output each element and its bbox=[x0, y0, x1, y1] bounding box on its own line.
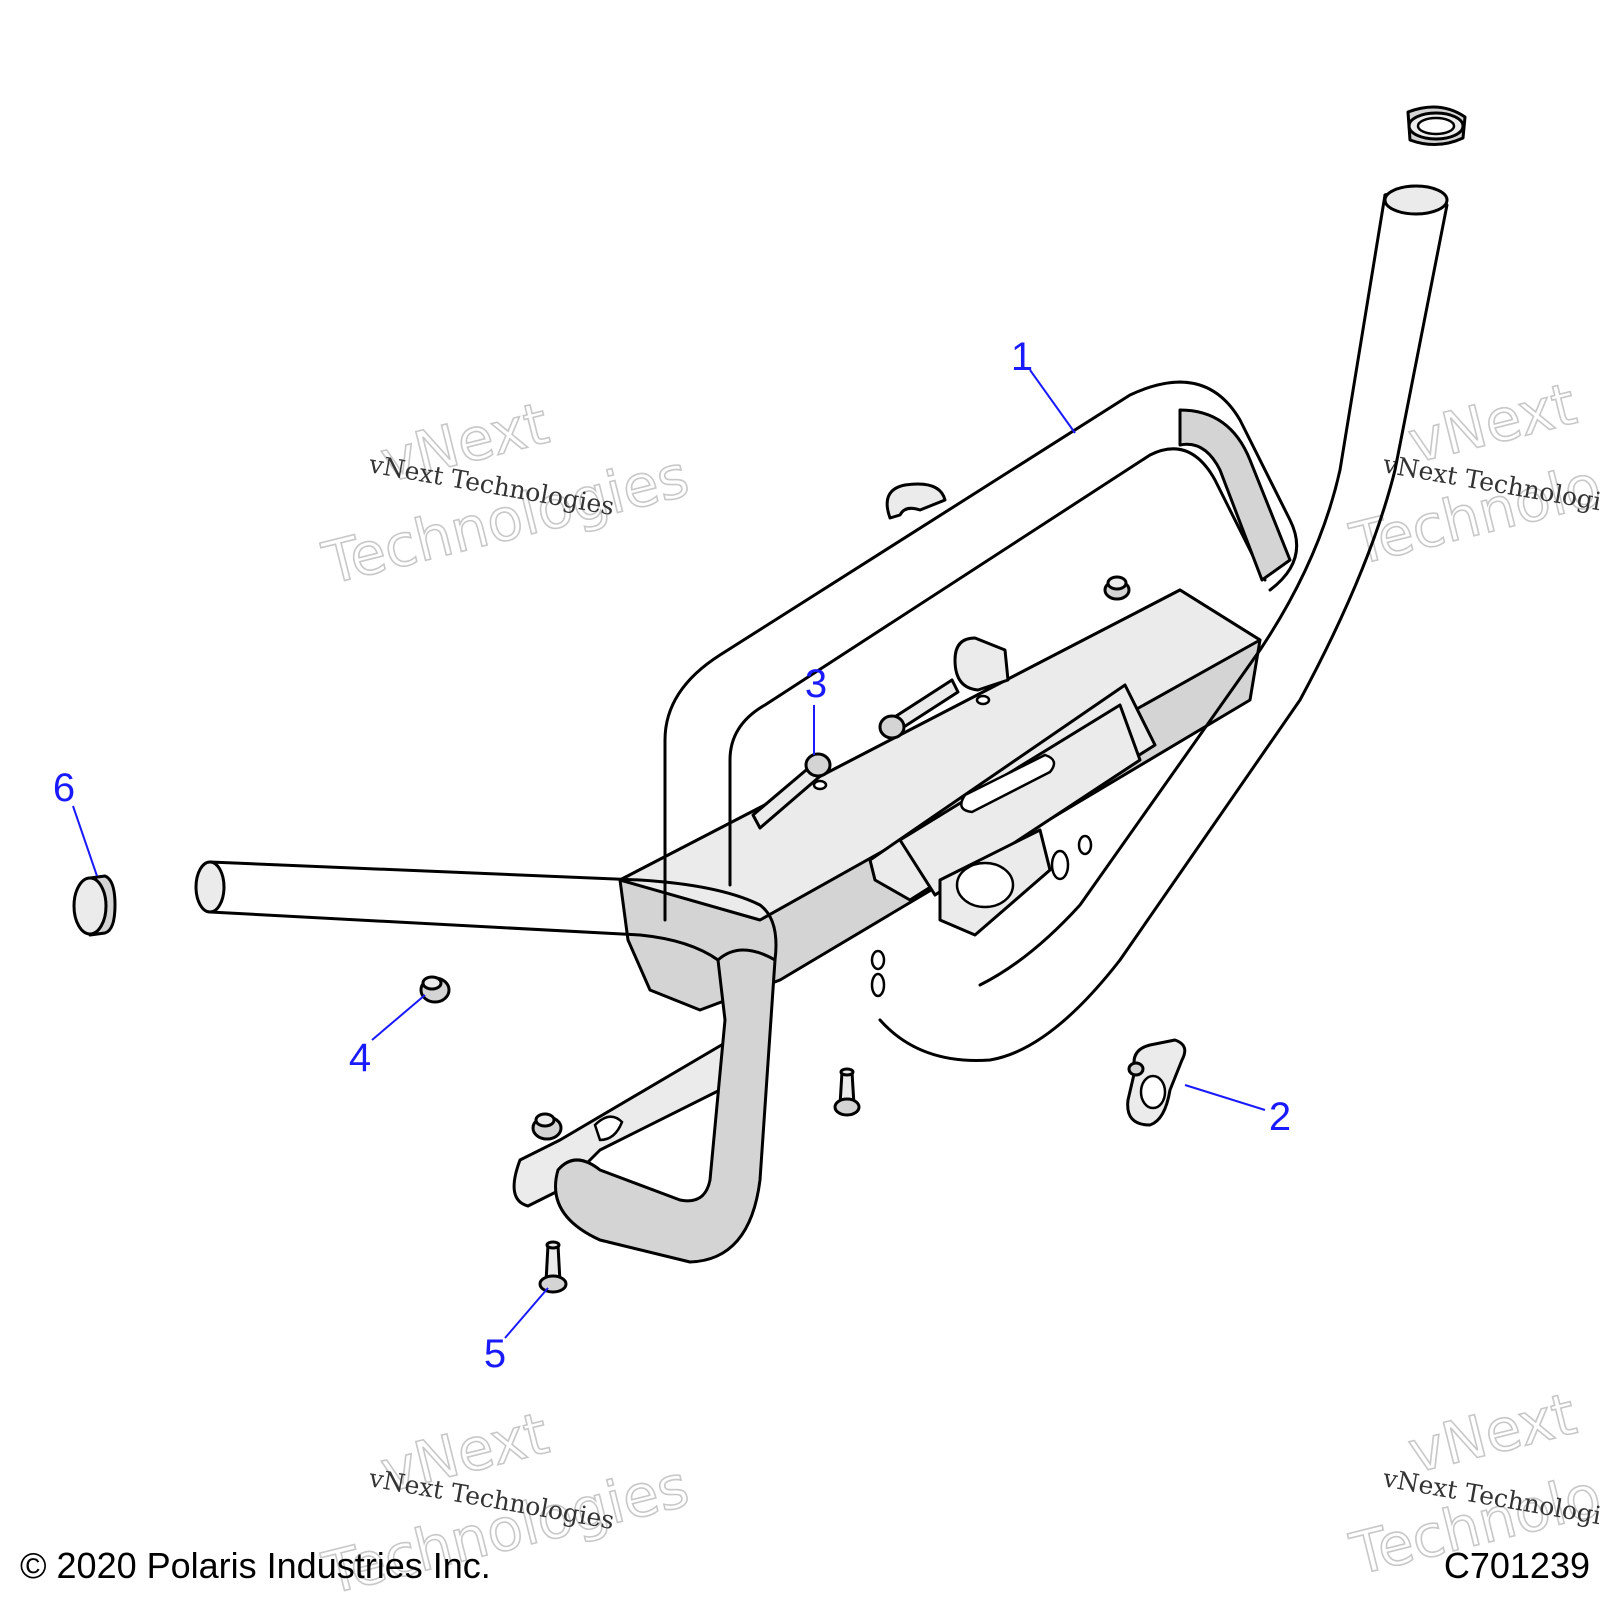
mount-hole-b bbox=[870, 949, 886, 971]
fairlead-face bbox=[898, 703, 1142, 897]
svg-text:3: 3 bbox=[805, 662, 827, 706]
left-tube-upper bbox=[208, 860, 778, 962]
upper-hoop-tube-outer bbox=[663, 380, 1299, 922]
front-loop-tube bbox=[554, 948, 777, 1264]
plate-pin-b bbox=[878, 678, 960, 740]
winch-plate-top bbox=[618, 588, 1262, 922]
callout-2: 2 bbox=[1184, 1084, 1291, 1139]
svg-text:2: 2 bbox=[1269, 1095, 1291, 1139]
upper-hoop-shade bbox=[1178, 408, 1292, 582]
part-6-end-plug bbox=[72, 874, 117, 937]
callout-6: 6 bbox=[53, 766, 98, 877]
upper-hoop-tube-inner bbox=[728, 447, 1267, 887]
plate-pin-a bbox=[751, 752, 832, 830]
bumper-assembly bbox=[194, 184, 1449, 1264]
hinge-tab bbox=[953, 636, 1010, 692]
callout-5: 5 bbox=[484, 1287, 549, 1376]
mount-slot-b bbox=[870, 972, 886, 998]
left-tube-lower bbox=[208, 910, 720, 962]
part-5-bolt bbox=[538, 1240, 568, 1294]
watermark-top-right: vNext Technologies bbox=[1343, 369, 1600, 580]
mount-slot-a bbox=[1050, 849, 1070, 881]
right-tube-opening bbox=[1383, 184, 1449, 216]
fairlead-slot bbox=[960, 753, 1056, 814]
svg-text:6: 6 bbox=[53, 766, 75, 810]
copyright-text: © 2020 Polaris Industries Inc. bbox=[20, 1545, 491, 1586]
part-4-nut bbox=[419, 975, 451, 1004]
end-plug-top-right bbox=[1406, 105, 1467, 146]
right-tube-inner bbox=[978, 193, 1387, 987]
callout-1: 1 bbox=[1011, 335, 1076, 434]
part-2-shackle bbox=[1126, 1038, 1187, 1127]
bolt-center bbox=[833, 1067, 861, 1117]
top-tow-ring bbox=[885, 482, 947, 520]
left-tube-opening bbox=[194, 860, 226, 914]
fairlead-hole bbox=[955, 861, 1015, 909]
svg-text:4: 4 bbox=[349, 1036, 371, 1080]
nut-lower-left bbox=[531, 1112, 563, 1141]
callout-4: 4 bbox=[349, 994, 426, 1080]
svg-text:1: 1 bbox=[1011, 335, 1033, 379]
figure-code: C701239 bbox=[1444, 1545, 1590, 1586]
bracket-slot bbox=[593, 1115, 624, 1142]
plate-hole-b bbox=[812, 779, 828, 791]
plate-nut-top bbox=[1103, 575, 1131, 601]
callout-3: 3 bbox=[805, 662, 827, 755]
svg-text:5: 5 bbox=[484, 1332, 506, 1376]
mount-hole-a bbox=[1077, 834, 1093, 856]
plate-hole-a bbox=[975, 694, 991, 706]
